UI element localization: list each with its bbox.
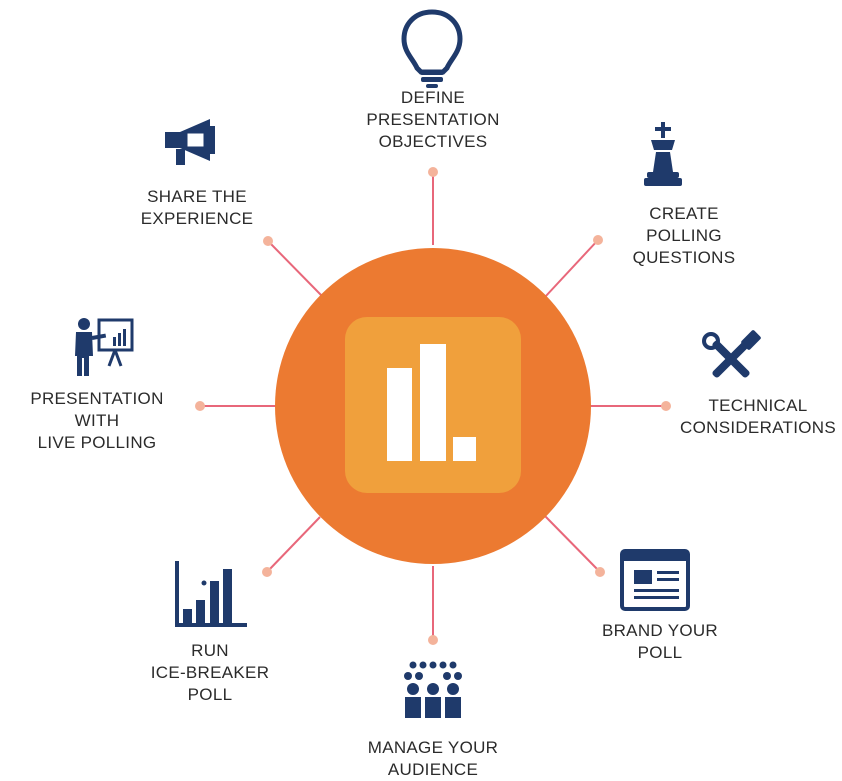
spoke-dot-technical [661,401,671,411]
spoke-dot-brand [595,567,605,577]
spoke-dot-define [428,167,438,177]
spoke-dot-presentation [195,401,205,411]
megaphone-icon [165,119,215,165]
spoke-line-create [544,239,599,298]
audience-icon [404,661,462,718]
browser-window-icon [620,549,690,611]
step-label-brand: BRAND YOUR POLL [601,621,719,662]
spoke-line-share [267,240,322,296]
step-label-create: CREATE POLLING QUESTIONS [632,204,736,267]
step-label-share: SHARE THE EXPERIENCE [140,187,254,228]
spoke-dot-manage [428,635,438,645]
chess-king-icon [644,122,682,186]
spoke-line-run [266,516,321,573]
bar-chart-icon [387,344,476,461]
step-label-technical: TECHNICAL CONSIDERATIONS [680,396,836,437]
step-label-presentation: PRESENTATION WITH LIVE POLLING [30,389,164,452]
step-label-run: RUN ICE-BREAKER POLL [150,641,270,704]
lightbulb-icon [401,9,463,88]
spoke-dot-share [263,236,273,246]
spoke-dot-run [262,567,272,577]
poll-bars-icon [175,561,247,627]
tools-icon [702,330,761,378]
spoke-dot-create [593,235,603,245]
step-label-manage: MANAGE YOUR AUDIENCE [367,738,499,779]
presenter-icon [75,318,134,376]
step-label-define: DEFINE PRESENTATION OBJECTIVES [366,88,500,151]
spoke-line-brand [544,515,601,573]
